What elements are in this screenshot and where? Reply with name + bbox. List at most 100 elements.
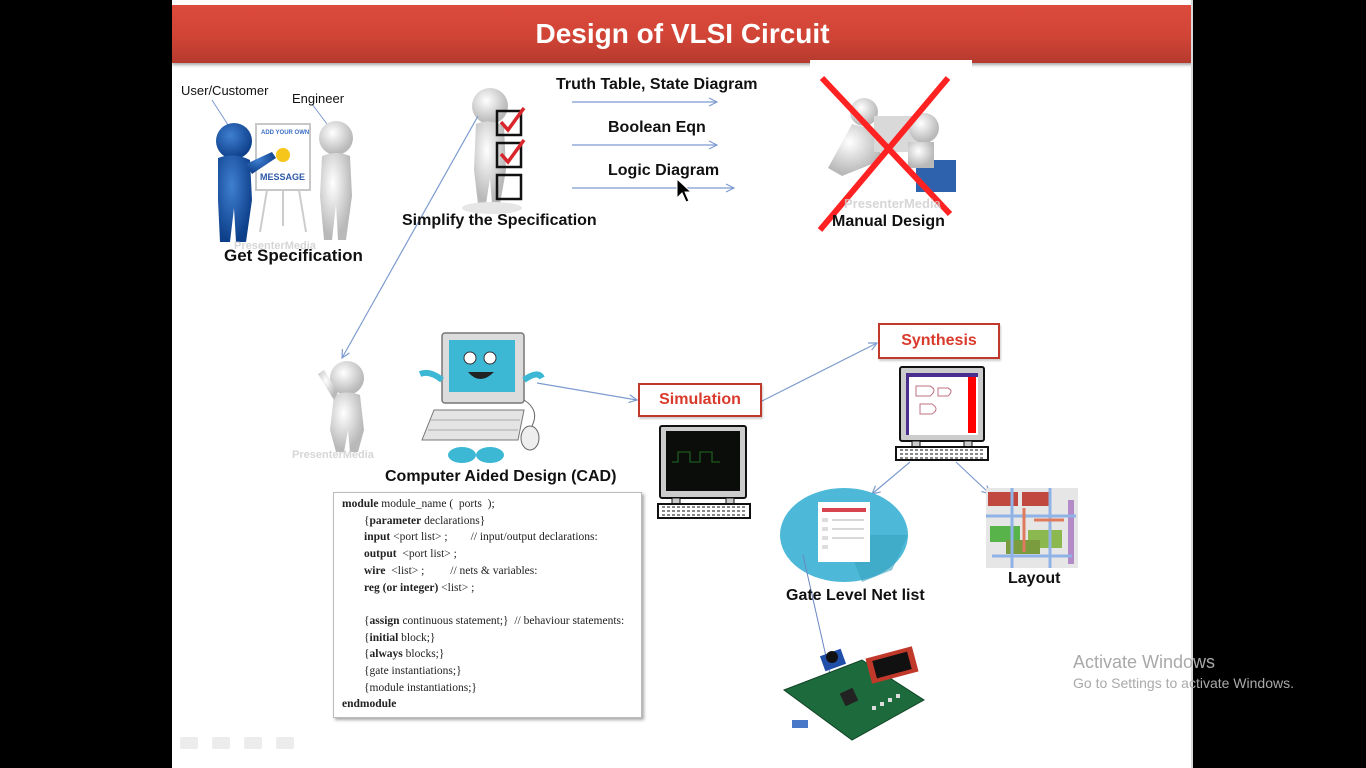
- get-specification-illustration: [211, 99, 353, 242]
- code-line: {always blocks;}: [364, 648, 444, 660]
- code-text: module_name ( ports );: [378, 498, 495, 510]
- slideshow-navigation[interactable]: [180, 736, 308, 756]
- slide-title: Design of VLSI Circuit: [535, 18, 830, 49]
- code-text: declarations}: [421, 514, 486, 527]
- code-text: continuous statement;} // behaviour stat…: [399, 614, 625, 627]
- checkbox-unchecked: [495, 173, 523, 201]
- watermark-text: PresenterMedia: [234, 240, 316, 252]
- fpga-board-illustration: [782, 646, 925, 741]
- code-text: block;}: [398, 631, 436, 644]
- cad-computer-illustration: [418, 332, 637, 463]
- menu-icon[interactable]: [244, 737, 262, 749]
- code-line: {parameter declarations}: [364, 515, 485, 527]
- previous-slide-icon[interactable]: [180, 737, 198, 749]
- engineer-label: Engineer: [292, 91, 345, 106]
- code-line: {assign continuous statement;} // behavi…: [364, 615, 624, 627]
- code-keyword: initial: [369, 631, 399, 644]
- arrow-to-synthesis: [759, 343, 877, 403]
- user-customer-figure: [216, 123, 276, 242]
- code-text: {: [364, 614, 370, 627]
- simplify-illustration: [342, 88, 734, 358]
- easel-top-text: ADD YOUR OWN: [261, 130, 310, 136]
- manual-design-label: Manual Design: [832, 213, 945, 230]
- code-text: <list> ;: [438, 581, 475, 594]
- get-specification-label: Get Specification: [224, 246, 363, 265]
- code-line: reg (or integer) <list> ;: [364, 582, 474, 594]
- code-text: <port list> ;: [396, 548, 457, 561]
- activate-windows-subtitle: Go to Settings to activate Windows.: [1073, 675, 1294, 691]
- cross-out-icon: [819, 75, 953, 217]
- truth-table-label: Truth Table, State Diagram: [556, 76, 758, 93]
- code-keyword: reg (or integer): [364, 581, 439, 594]
- arrow-to-layout: [955, 461, 990, 494]
- lightbulb-icon: [276, 148, 290, 162]
- code-line: {module instantiations;}: [364, 682, 477, 694]
- slide: Design of VLSI Circuit: [172, 0, 1193, 768]
- activate-windows-watermark: Activate Windows Go to Settings to activ…: [1073, 652, 1294, 691]
- arrow-to-simulation: [536, 382, 637, 400]
- verilog-module-template: module module_name ( ports ); {parameter …: [333, 492, 642, 718]
- code-text: <port list> ; // input/output declaratio…: [390, 531, 598, 544]
- code-line: input <port list> ; // input/output decl…: [364, 531, 598, 543]
- code-keyword: endmodule: [342, 698, 397, 711]
- synthesis-computer-icon: [895, 366, 989, 461]
- cad-label: Computer Aided Design (CAD): [385, 468, 617, 485]
- watermark-text: PresenterMedia: [844, 196, 941, 211]
- manual-design-illustration: [817, 75, 956, 232]
- slide-edge: [1191, 0, 1193, 768]
- netlist-document-icon: [780, 488, 908, 582]
- code-line: wire <list> ; // nets & variables:: [364, 565, 537, 577]
- code-text: {gate instantiations;}: [364, 665, 462, 677]
- cross-out-icon: [817, 76, 951, 232]
- code-keyword: module: [342, 498, 379, 510]
- simulation-computer-icon: [657, 425, 751, 519]
- logic-gate-schematic: [915, 385, 952, 415]
- boolean-eqn-label: Boolean Eqn: [608, 119, 706, 136]
- checkmark-icon: [499, 106, 526, 133]
- easel-message-text: MESSAGE: [260, 172, 306, 182]
- code-line: {initial block;}: [364, 632, 435, 644]
- checkbox-checked: [495, 109, 523, 137]
- user-customer-label: User/Customer: [181, 83, 269, 98]
- code-keyword: output: [364, 548, 397, 561]
- synthesis-box: Synthesis: [878, 323, 1000, 359]
- arrow-to-netlist: [872, 461, 911, 494]
- mouse-cursor-icon: [676, 178, 692, 203]
- gate-level-netlist-label: Gate Level Net list: [786, 587, 925, 604]
- waveform: [672, 451, 720, 463]
- code-line: {gate instantiations;}: [364, 665, 462, 677]
- checklist: [495, 106, 526, 201]
- next-slide-icon[interactable]: [276, 737, 294, 749]
- code-keyword: always: [369, 648, 403, 661]
- code-keyword: assign: [369, 614, 400, 627]
- code-text: <list> ; // nets & variables:: [385, 564, 538, 577]
- code-line: module module_name ( ports );: [342, 498, 495, 510]
- code-text: blocks;}: [402, 648, 445, 661]
- logic-diagram-label: Logic Diagram: [608, 162, 720, 179]
- layout-label: Layout: [1008, 570, 1061, 587]
- waving-figure: [318, 361, 364, 452]
- simplify-specification-label: Simplify the Specification: [402, 212, 597, 229]
- code-keyword: parameter: [369, 514, 422, 527]
- arrow-to-cad: [342, 115, 479, 358]
- code-line: output <port list> ;: [364, 548, 457, 560]
- activate-windows-title: Activate Windows: [1073, 652, 1216, 672]
- code-line: endmodule: [342, 698, 396, 710]
- image-frame: [810, 60, 972, 70]
- code-text: {: [364, 648, 370, 661]
- code-text: {: [364, 514, 370, 527]
- checkbox-checked: [495, 141, 523, 169]
- title-bar: Design of VLSI Circuit: [172, 5, 1193, 63]
- code-text: {module instantiations;}: [364, 681, 477, 694]
- watermark-text: PresenterMedia: [292, 449, 374, 461]
- pen-icon[interactable]: [212, 737, 230, 749]
- layout-chip-icon: [986, 488, 1078, 568]
- diagram-graphics: [211, 75, 1078, 741]
- engineer-figure: [319, 121, 353, 240]
- code-keyword: wire: [364, 564, 386, 577]
- code-text: {: [364, 631, 370, 644]
- user-pointer-line: [211, 99, 231, 129]
- checkmark-icon: [499, 138, 526, 165]
- code-keyword: input: [364, 531, 391, 544]
- simulation-box: Simulation: [638, 383, 762, 417]
